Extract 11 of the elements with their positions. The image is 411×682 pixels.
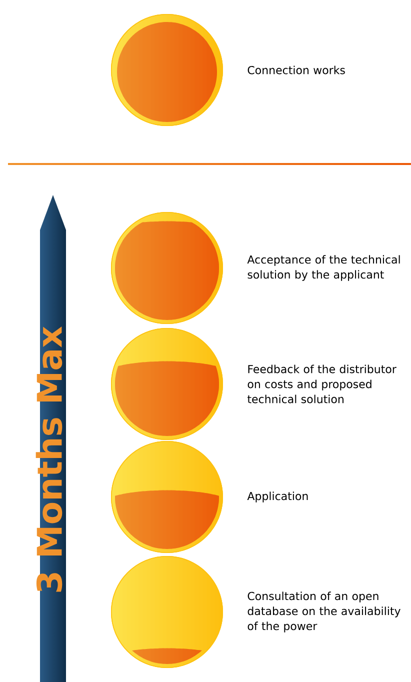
step-text: Consultation of an open database on the availability of the power	[248, 592, 400, 632]
step-text: Connection works	[248, 66, 345, 74]
timeline-label: 3 Months Max	[36, 326, 62, 592]
progress-circle	[111, 14, 223, 126]
progress-circle	[111, 212, 223, 324]
progress-circle	[111, 441, 223, 553]
step-text: Acceptance of the technical solution by the applicant	[247, 255, 400, 281]
step-text: Feedback of the distributor on costs and proposed technical solution	[248, 364, 396, 404]
progress-circle	[111, 328, 223, 440]
progress-circle	[111, 556, 223, 668]
step-text: Application	[247, 492, 308, 502]
